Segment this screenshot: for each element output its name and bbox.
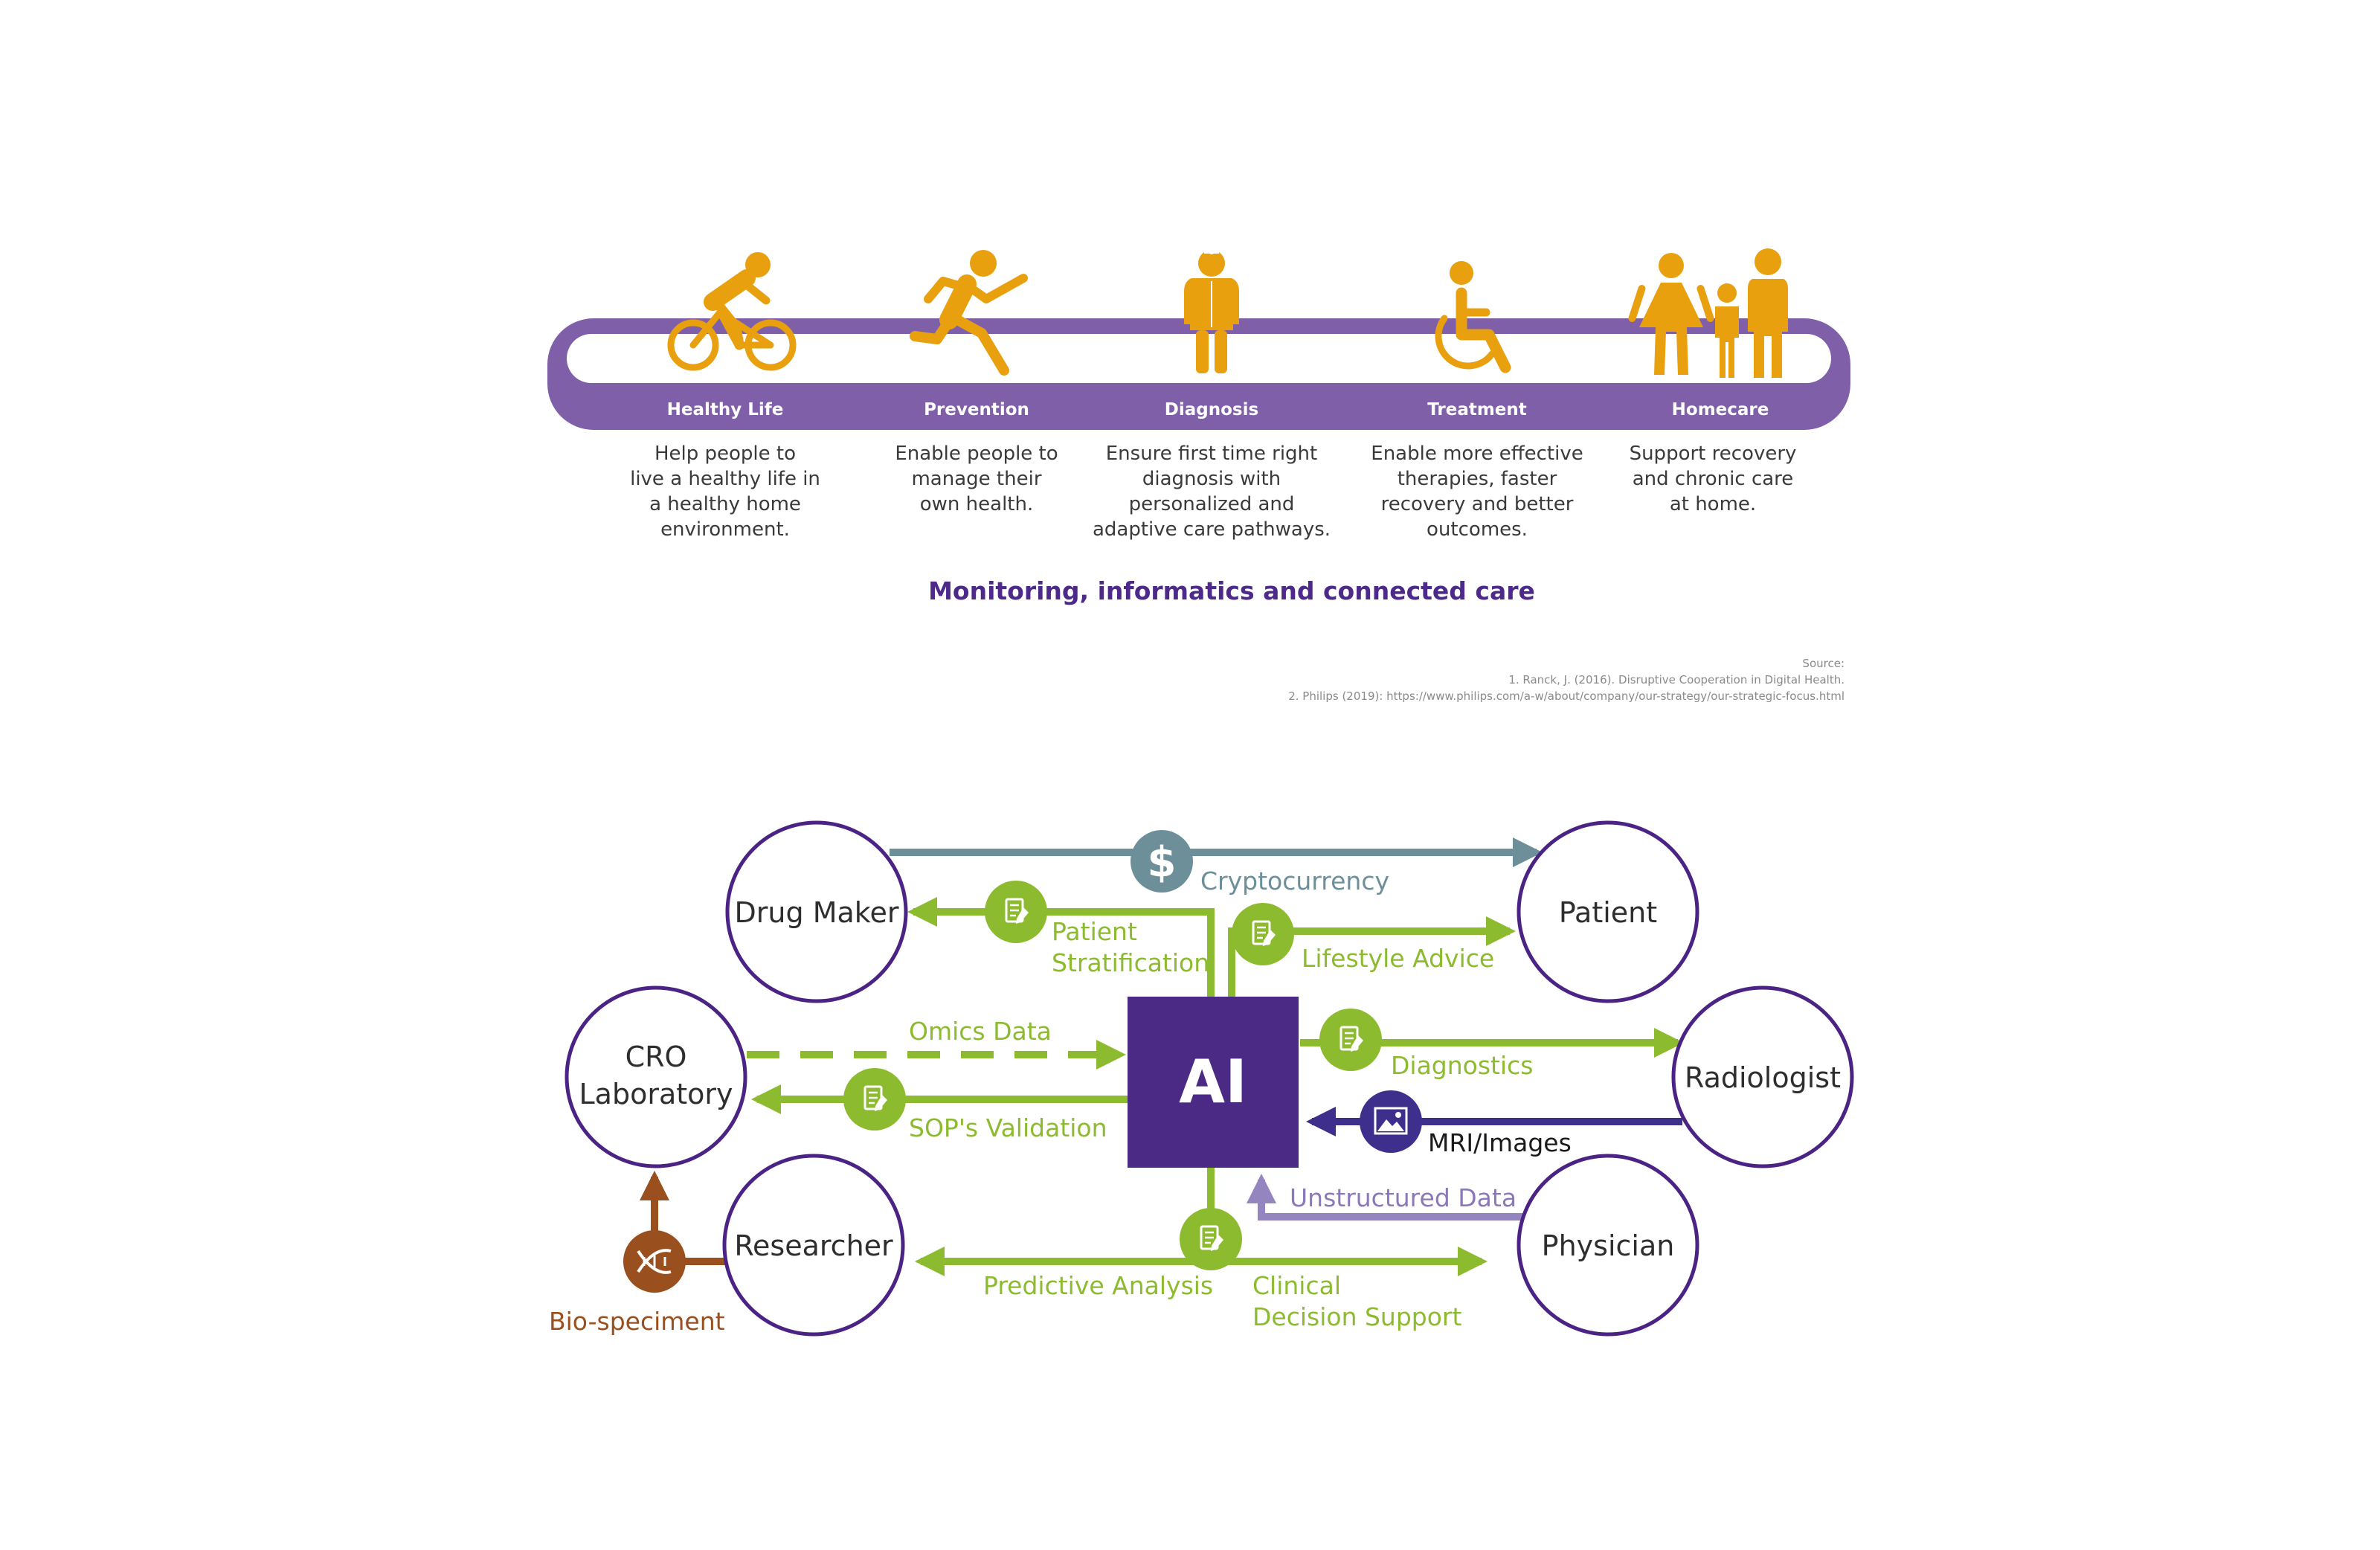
flow-label-lifestyle-advice: Lifestyle Advice <box>1302 944 1494 973</box>
source-line: 1. Ranck, J. (2016). Disruptive Cooperat… <box>1508 673 1844 686</box>
document-edit-icon <box>1232 903 1294 965</box>
flow-label-clinical-decision-support: Clinical <box>1252 1271 1341 1300</box>
stage-description-line: Enable people to <box>895 443 1058 465</box>
flow-label-patient-stratification: Stratification <box>1052 948 1209 977</box>
stage-diagnosis: Diagnosis Ensure first time right diagno… <box>1093 400 1331 541</box>
stage-label: Healthy Life <box>667 400 784 419</box>
stage-description-line: at home. <box>1670 493 1756 515</box>
stage-description-line: personalized and <box>1129 493 1295 515</box>
cyclist-icon <box>667 252 797 371</box>
document-edit-icon <box>985 881 1047 943</box>
lifestyle-advice-arrow <box>1228 916 1516 997</box>
node-researcher: Researcher <box>722 1154 905 1337</box>
stage-description-line: Help people to <box>654 443 796 465</box>
stage-description-line: Enable more effective <box>1371 443 1583 465</box>
node-label: CRO <box>625 1041 687 1073</box>
ai-label: AI <box>1179 1047 1247 1116</box>
stage-label: Diagnosis <box>1165 400 1258 419</box>
node-label: Researcher <box>734 1229 893 1262</box>
stage-homecare: Homecare Support recovery and chronic ca… <box>1630 400 1797 515</box>
unstructured-data-arrow <box>1247 1174 1525 1221</box>
stage-label: Treatment <box>1427 400 1527 419</box>
node-label: Drug Maker <box>735 896 899 929</box>
node-radiologist: Radiologist <box>1671 985 1854 1168</box>
stage-description-line: and chronic care <box>1633 468 1794 490</box>
runner-icon <box>910 250 1028 376</box>
stage-treatment: Treatment Enable more effective therapie… <box>1371 400 1583 541</box>
document-edit-icon <box>843 1068 906 1131</box>
doctor-icon <box>1184 248 1239 373</box>
family-icon <box>1628 248 1788 378</box>
flow-label-predictive-analysis: Predictive Analysis <box>983 1271 1213 1300</box>
banner-title: Monitoring, informatics and connected ca… <box>928 576 1535 605</box>
source-citation: Source: 1. Ranck, J. (2016). Disruptive … <box>1288 657 1844 703</box>
source-heading: Source: <box>1802 657 1844 670</box>
wheelchair-icon <box>1435 261 1511 373</box>
flow-label-cryptocurrency: Cryptocurrency <box>1200 866 1389 895</box>
stage-description-line: own health. <box>920 493 1033 515</box>
flow-label-omics-data: Omics Data <box>909 1017 1052 1046</box>
flow-label-patient-stratification: Patient <box>1052 917 1137 946</box>
image-icon <box>1360 1090 1422 1153</box>
node-patient: Patient <box>1517 820 1699 1003</box>
flow-label-unstructured-data: Unstructured Data <box>1290 1183 1517 1212</box>
flow-label-diagnostics: Diagnostics <box>1391 1051 1534 1080</box>
node-label: Radiologist <box>1685 1061 1841 1094</box>
stage-description-line: Support recovery <box>1630 443 1797 465</box>
ai-network: Drug Maker Patient CRO Laboratory Radiol… <box>549 820 1854 1337</box>
node-label: Patient <box>1559 896 1657 929</box>
stage-healthy-life: Healthy Life Help people to live a healt… <box>630 400 820 541</box>
stage-label: Homecare <box>1672 400 1769 419</box>
flow-label-mri-images: MRI/Images <box>1428 1128 1572 1157</box>
flow-label-bio-speciment: Bio-speciment <box>549 1307 725 1336</box>
stage-description-line: adaptive care pathways. <box>1093 518 1331 541</box>
stage-prevention: Prevention Enable people to manage their… <box>895 400 1058 515</box>
stage-description-line: Ensure first time right <box>1106 443 1317 465</box>
stage-description-line: recovery and better <box>1381 493 1574 515</box>
stage-description-line: a healthy home <box>649 493 801 515</box>
svg-text:$: $ <box>1148 838 1177 887</box>
node-drug-maker: Drug Maker <box>725 820 908 1003</box>
stage-label: Prevention <box>924 400 1029 419</box>
source-line: 2. Philips (2019): https://www.philips.c… <box>1288 689 1844 703</box>
node-physician: Physician <box>1517 1154 1699 1337</box>
ai-center: AI <box>1128 997 1299 1168</box>
document-edit-icon <box>1180 1208 1242 1270</box>
flow-label-clinical-decision-support: Decision Support <box>1252 1302 1461 1331</box>
stage-description-line: outcomes. <box>1427 518 1528 541</box>
dollar-icon: $ <box>1130 830 1193 893</box>
stage-description-line: environment. <box>660 518 790 541</box>
node-label: Physician <box>1542 1229 1675 1262</box>
stage-description-line: live a healthy life in <box>630 468 820 490</box>
stage-description-line: diagnosis with <box>1142 468 1281 490</box>
stage-description-line: manage their <box>911 468 1041 490</box>
care-continuum: Healthy Life Help people to live a healt… <box>547 248 1850 703</box>
dna-icon <box>623 1230 686 1293</box>
node-cro-laboratory: CRO Laboratory <box>565 985 747 1168</box>
stage-description-line: therapies, faster <box>1398 468 1557 490</box>
flow-label-sops-validation: SOP's Validation <box>909 1113 1107 1142</box>
document-edit-icon <box>1319 1009 1382 1071</box>
node-label: Laboratory <box>579 1078 733 1110</box>
